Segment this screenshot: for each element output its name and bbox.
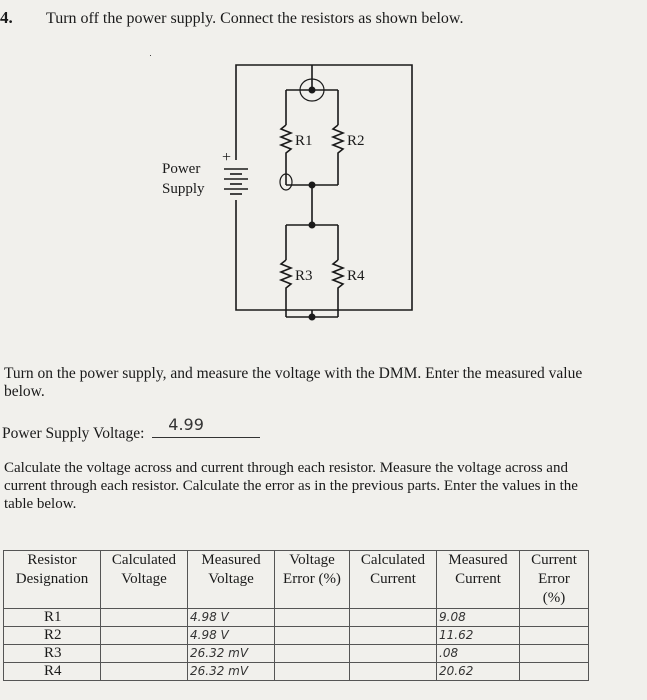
calculated-voltage-cell[interactable] (100, 608, 188, 627)
r2-label: R2 (347, 133, 365, 149)
calculated-voltage-cell[interactable] (100, 626, 188, 645)
calculated-current-cell[interactable] (349, 608, 437, 627)
table-row: R2 4.98 V 11.62 (3, 626, 589, 645)
measured-current-cell[interactable]: 11.62 (436, 626, 520, 645)
current-error-cell[interactable] (519, 608, 589, 627)
power-supply-voltage-line: Power Supply Voltage: 4.99 (2, 415, 261, 443)
r3-label: R3 (295, 268, 313, 284)
resistor-cell: R4 (3, 662, 101, 681)
table-row: R3 26.32 mV .08 (3, 644, 589, 663)
measured-current-cell[interactable]: .08 (436, 644, 520, 663)
measured-voltage-cell[interactable]: 4.98 V (187, 608, 275, 627)
measured-voltage-cell[interactable]: 26.32 mV (187, 662, 275, 681)
table-row: R4 26.32 mV 20.62 (3, 662, 589, 681)
table-row: R1 4.98 V 9.08 (3, 608, 589, 627)
r1-label: R1 (295, 133, 313, 149)
resistor-cell: R1 (3, 608, 101, 627)
resistor-cell: R3 (3, 644, 101, 663)
measured-voltage-cell[interactable]: 26.32 mV (187, 644, 275, 663)
calculated-current-cell[interactable] (349, 626, 437, 645)
calculated-voltage-cell[interactable] (100, 662, 188, 681)
measured-voltage-cell[interactable]: 4.98 V (187, 626, 275, 645)
step-number: 4. (0, 8, 13, 27)
plus-sign: + (222, 149, 231, 166)
calculated-current-cell[interactable] (349, 644, 437, 663)
current-error-cell[interactable] (519, 644, 589, 663)
voltage-error-cell[interactable] (274, 626, 350, 645)
power-label-line2: Supply (162, 181, 205, 197)
calculated-current-cell[interactable] (349, 662, 437, 681)
power-supply-voltage-blank[interactable]: 4.99 (152, 415, 261, 438)
resistor-cell: R2 (3, 626, 101, 645)
calc-instruction: Calculate the voltage across and current… (4, 460, 578, 512)
r4-label: R4 (347, 268, 365, 284)
current-error-cell[interactable] (519, 662, 589, 681)
voltage-error-cell[interactable] (274, 608, 350, 627)
circuit-diagram: Power Supply + R1 R2 R3 R4 (150, 55, 413, 321)
power-supply-voltage-value: 4.99 (168, 415, 204, 434)
current-error-cell[interactable] (519, 626, 589, 645)
measured-current-cell[interactable]: 9.08 (436, 608, 520, 627)
calculated-voltage-cell[interactable] (100, 644, 188, 663)
measured-current-cell[interactable]: 20.62 (436, 662, 520, 681)
instruction-text: Turn off the power supply. Connect the r… (46, 10, 464, 27)
power-supply-voltage-label: Power Supply Voltage: (2, 425, 145, 442)
voltage-error-cell[interactable] (274, 662, 350, 681)
power-label-line1: Power (162, 161, 200, 177)
turn-on-instruction: Turn on the power supply, and measure th… (4, 365, 583, 400)
voltage-error-cell[interactable] (274, 644, 350, 663)
